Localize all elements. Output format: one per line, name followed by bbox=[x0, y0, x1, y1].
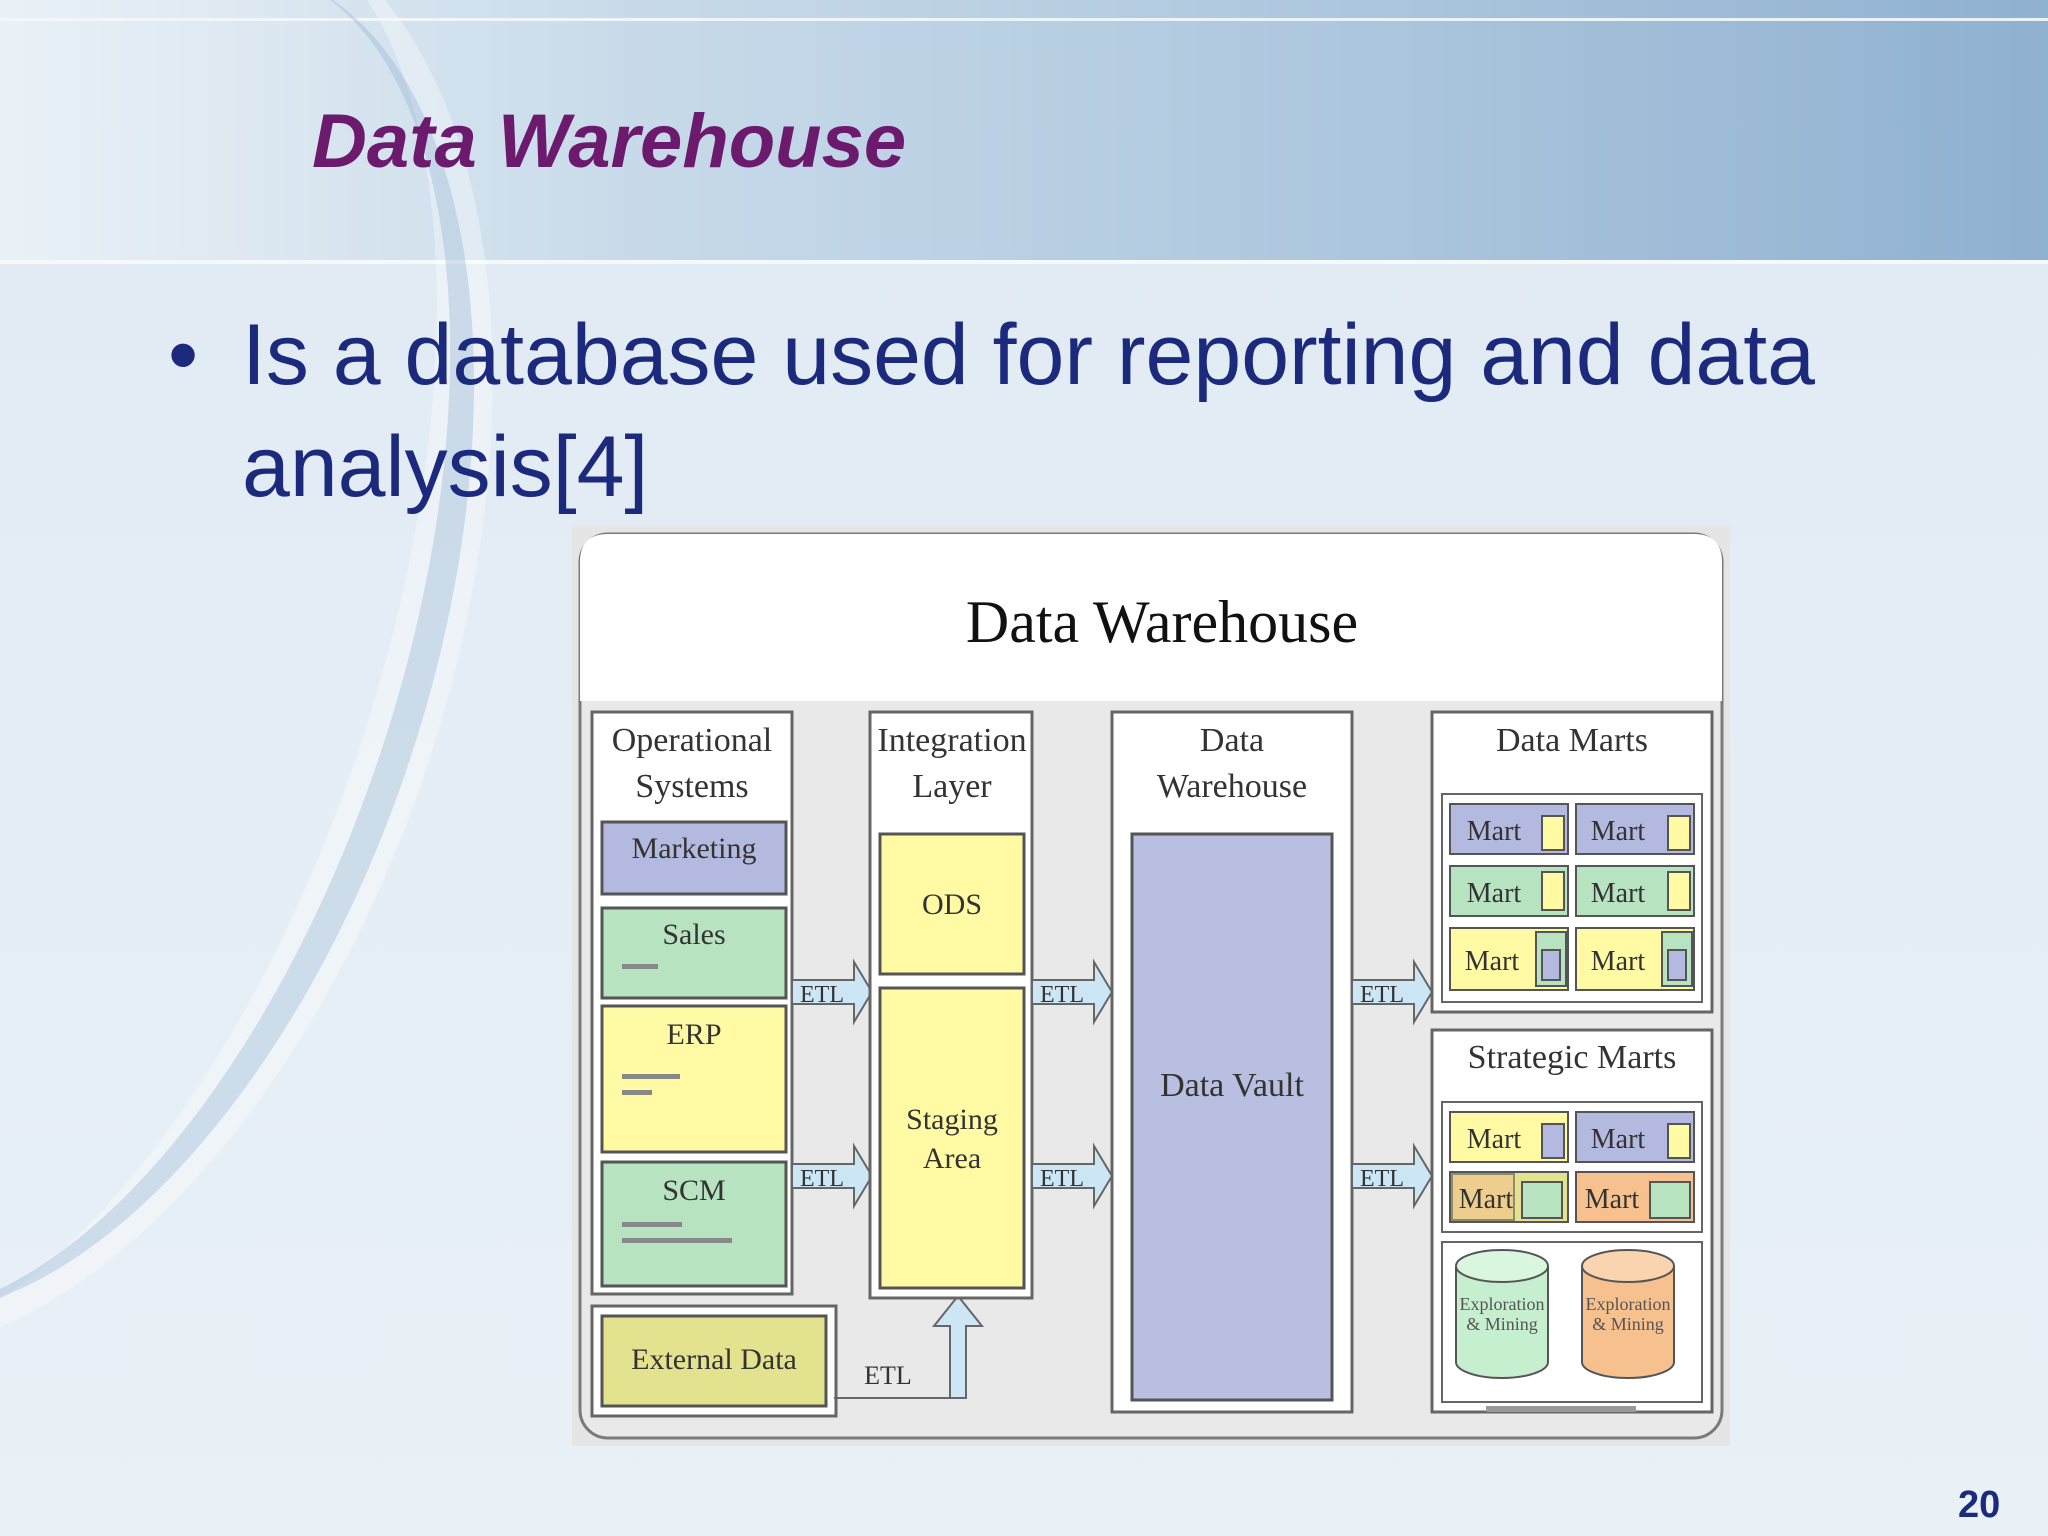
strategic-mart-1: Mart bbox=[1449, 1111, 1569, 1163]
warehouse-heading-1: Data bbox=[1200, 722, 1264, 759]
etl-label-dw-1: ETL bbox=[1360, 982, 1404, 1008]
bullet-marker: • bbox=[168, 307, 199, 403]
diagram-canvas: Data Warehouse Operational Systems Marke… bbox=[578, 532, 1724, 1440]
strategic-mart-4: Mart bbox=[1575, 1171, 1695, 1223]
etl-label-int-1: ETL bbox=[1040, 982, 1084, 1008]
external-data-box bbox=[600, 1314, 828, 1408]
mart-6-label: Mart bbox=[1591, 946, 1646, 977]
etl-label-external: ETL bbox=[864, 1361, 912, 1390]
marketing-box bbox=[600, 820, 788, 896]
operational-heading-2: Systems bbox=[635, 768, 748, 805]
etl-label-int-2: ETL bbox=[1040, 1166, 1084, 1192]
mart-4-label: Mart bbox=[1591, 878, 1646, 909]
header-bottom-rule bbox=[0, 260, 2048, 264]
data-warehouse-diagram: Data Warehouse Operational Systems Marke… bbox=[572, 526, 1730, 1446]
mart-1-label: Mart bbox=[1467, 816, 1522, 847]
etl-label-op-1: ETL bbox=[800, 982, 844, 1008]
strategic-mart-4-label: Mart bbox=[1585, 1184, 1640, 1215]
exploration-orange-label-1: Exploration bbox=[1586, 1294, 1671, 1314]
mart-5: Mart bbox=[1449, 927, 1569, 991]
erp-label: ERP bbox=[666, 1018, 721, 1051]
warehouse-heading-2: Warehouse bbox=[1157, 768, 1307, 805]
slide-title: Data Warehouse bbox=[312, 99, 907, 184]
mart-5-label: Mart bbox=[1465, 946, 1520, 977]
exploration-green-label-1: Exploration bbox=[1460, 1294, 1545, 1314]
external-data-label: External Data bbox=[631, 1343, 797, 1376]
exploration-orange-label-2: & Mining bbox=[1592, 1314, 1664, 1334]
scm-subtext-mark-1 bbox=[622, 1222, 682, 1227]
data-vault-box bbox=[1130, 832, 1334, 1402]
operational-heading-1: Operational bbox=[612, 722, 773, 759]
strategic-mart-3: Mart bbox=[1449, 1171, 1569, 1223]
diagram-title: Data Warehouse bbox=[966, 589, 1358, 655]
bullet-text-line-2: analysis[4] bbox=[242, 419, 649, 515]
strategic-marts-heading: Strategic Marts bbox=[1468, 1039, 1677, 1076]
integration-heading-2: Layer bbox=[912, 768, 992, 805]
erp-subtext-mark-1 bbox=[622, 1074, 680, 1079]
etl-arrow-int-1 bbox=[1031, 958, 1114, 1026]
exploration-cylinder-green: Exploration & Mining bbox=[1455, 1249, 1549, 1379]
mart-4: Mart bbox=[1575, 865, 1695, 917]
header-top-rule bbox=[0, 18, 2048, 21]
strategic-mart-2-label: Mart bbox=[1591, 1124, 1646, 1155]
integration-heading-1: Integration bbox=[877, 722, 1026, 759]
exploration-cylinder-orange: Exploration & Mining bbox=[1581, 1249, 1675, 1379]
scm-subtext-mark-2 bbox=[622, 1238, 732, 1243]
marketing-label: Marketing bbox=[632, 832, 757, 865]
data-vault-label: Data Vault bbox=[1160, 1067, 1304, 1104]
erp-subtext-mark-2 bbox=[622, 1090, 652, 1095]
staging-label-2: Area bbox=[923, 1142, 981, 1175]
etl-label-dw-2: ETL bbox=[1360, 1166, 1404, 1192]
sales-box bbox=[600, 906, 788, 1000]
mart-2: Mart bbox=[1575, 803, 1695, 855]
etl-arrow-dw-2 bbox=[1351, 1142, 1434, 1210]
etl-arrow-dw-1 bbox=[1351, 958, 1434, 1026]
sales-label: Sales bbox=[662, 918, 725, 951]
ods-label: ODS bbox=[922, 888, 982, 921]
page-number: 20 bbox=[1958, 1484, 2001, 1526]
etl-arrow-op-1 bbox=[791, 958, 874, 1026]
diagram-title-area bbox=[580, 534, 1722, 701]
data-marts-heading: Data Marts bbox=[1496, 722, 1648, 759]
strategic-mart-2: Mart bbox=[1575, 1111, 1695, 1163]
staging-label-1: Staging bbox=[906, 1103, 998, 1136]
bullet-text-line-1: Is a database used for reporting and dat… bbox=[242, 307, 1815, 403]
mart-3-label: Mart bbox=[1467, 878, 1522, 909]
header-band bbox=[0, 0, 2048, 262]
exploration-green-label-2: & Mining bbox=[1466, 1314, 1538, 1334]
etl-arrow-op-2 bbox=[791, 1142, 874, 1210]
ods-box bbox=[878, 832, 1026, 976]
mart-6: Mart bbox=[1575, 927, 1695, 991]
mart-3: Mart bbox=[1449, 865, 1569, 917]
strategic-mart-3-label: Mart bbox=[1459, 1184, 1514, 1215]
strategic-mart-1-label: Mart bbox=[1467, 1124, 1522, 1155]
mart-2-label: Mart bbox=[1591, 816, 1646, 847]
etl-arrow-int-2 bbox=[1031, 1142, 1114, 1210]
etl-label-op-2: ETL bbox=[800, 1166, 844, 1192]
scm-label: SCM bbox=[662, 1174, 725, 1207]
staging-area-box bbox=[878, 986, 1026, 1290]
sales-subtext-mark bbox=[622, 964, 658, 969]
mart-1: Mart bbox=[1449, 803, 1569, 855]
copyright-mark bbox=[1486, 1406, 1636, 1412]
